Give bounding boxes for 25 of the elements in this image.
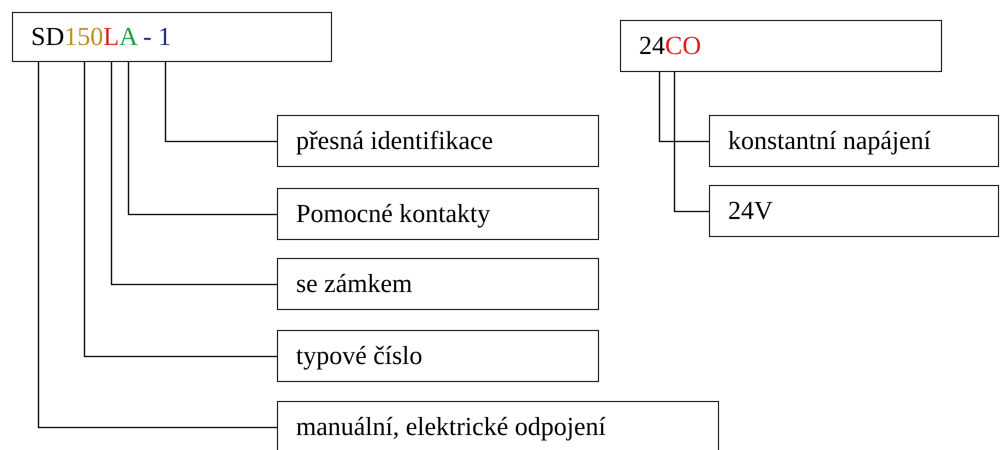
description-text: manuální, elektrické odpojení	[296, 412, 606, 442]
leader-line	[38, 62, 277, 428]
label-box	[277, 330, 599, 382]
leader-line	[658, 72, 709, 142]
description-text: Pomocné kontakty	[296, 199, 490, 229]
leader-line	[128, 62, 277, 216]
label-box	[277, 115, 599, 167]
label-box	[709, 185, 999, 237]
description-text: typové číslo	[296, 341, 422, 371]
label-box	[277, 401, 719, 450]
description-text: se zámkem	[296, 269, 412, 299]
label-box	[709, 115, 999, 167]
model-code: SD150LA - 1	[31, 22, 172, 52]
label-box	[12, 12, 332, 62]
leader-line	[110, 62, 277, 286]
description-text: přesná identifikace	[296, 126, 494, 156]
label-box	[277, 258, 599, 310]
leader-line	[164, 62, 277, 142]
leader-line	[84, 62, 277, 358]
label-box	[277, 188, 599, 240]
leader-line	[674, 72, 709, 212]
description-text: 24V	[728, 196, 773, 226]
description-text: konstantní napájení	[728, 126, 931, 156]
model-code: 24CO	[639, 31, 702, 61]
label-box	[620, 20, 942, 72]
